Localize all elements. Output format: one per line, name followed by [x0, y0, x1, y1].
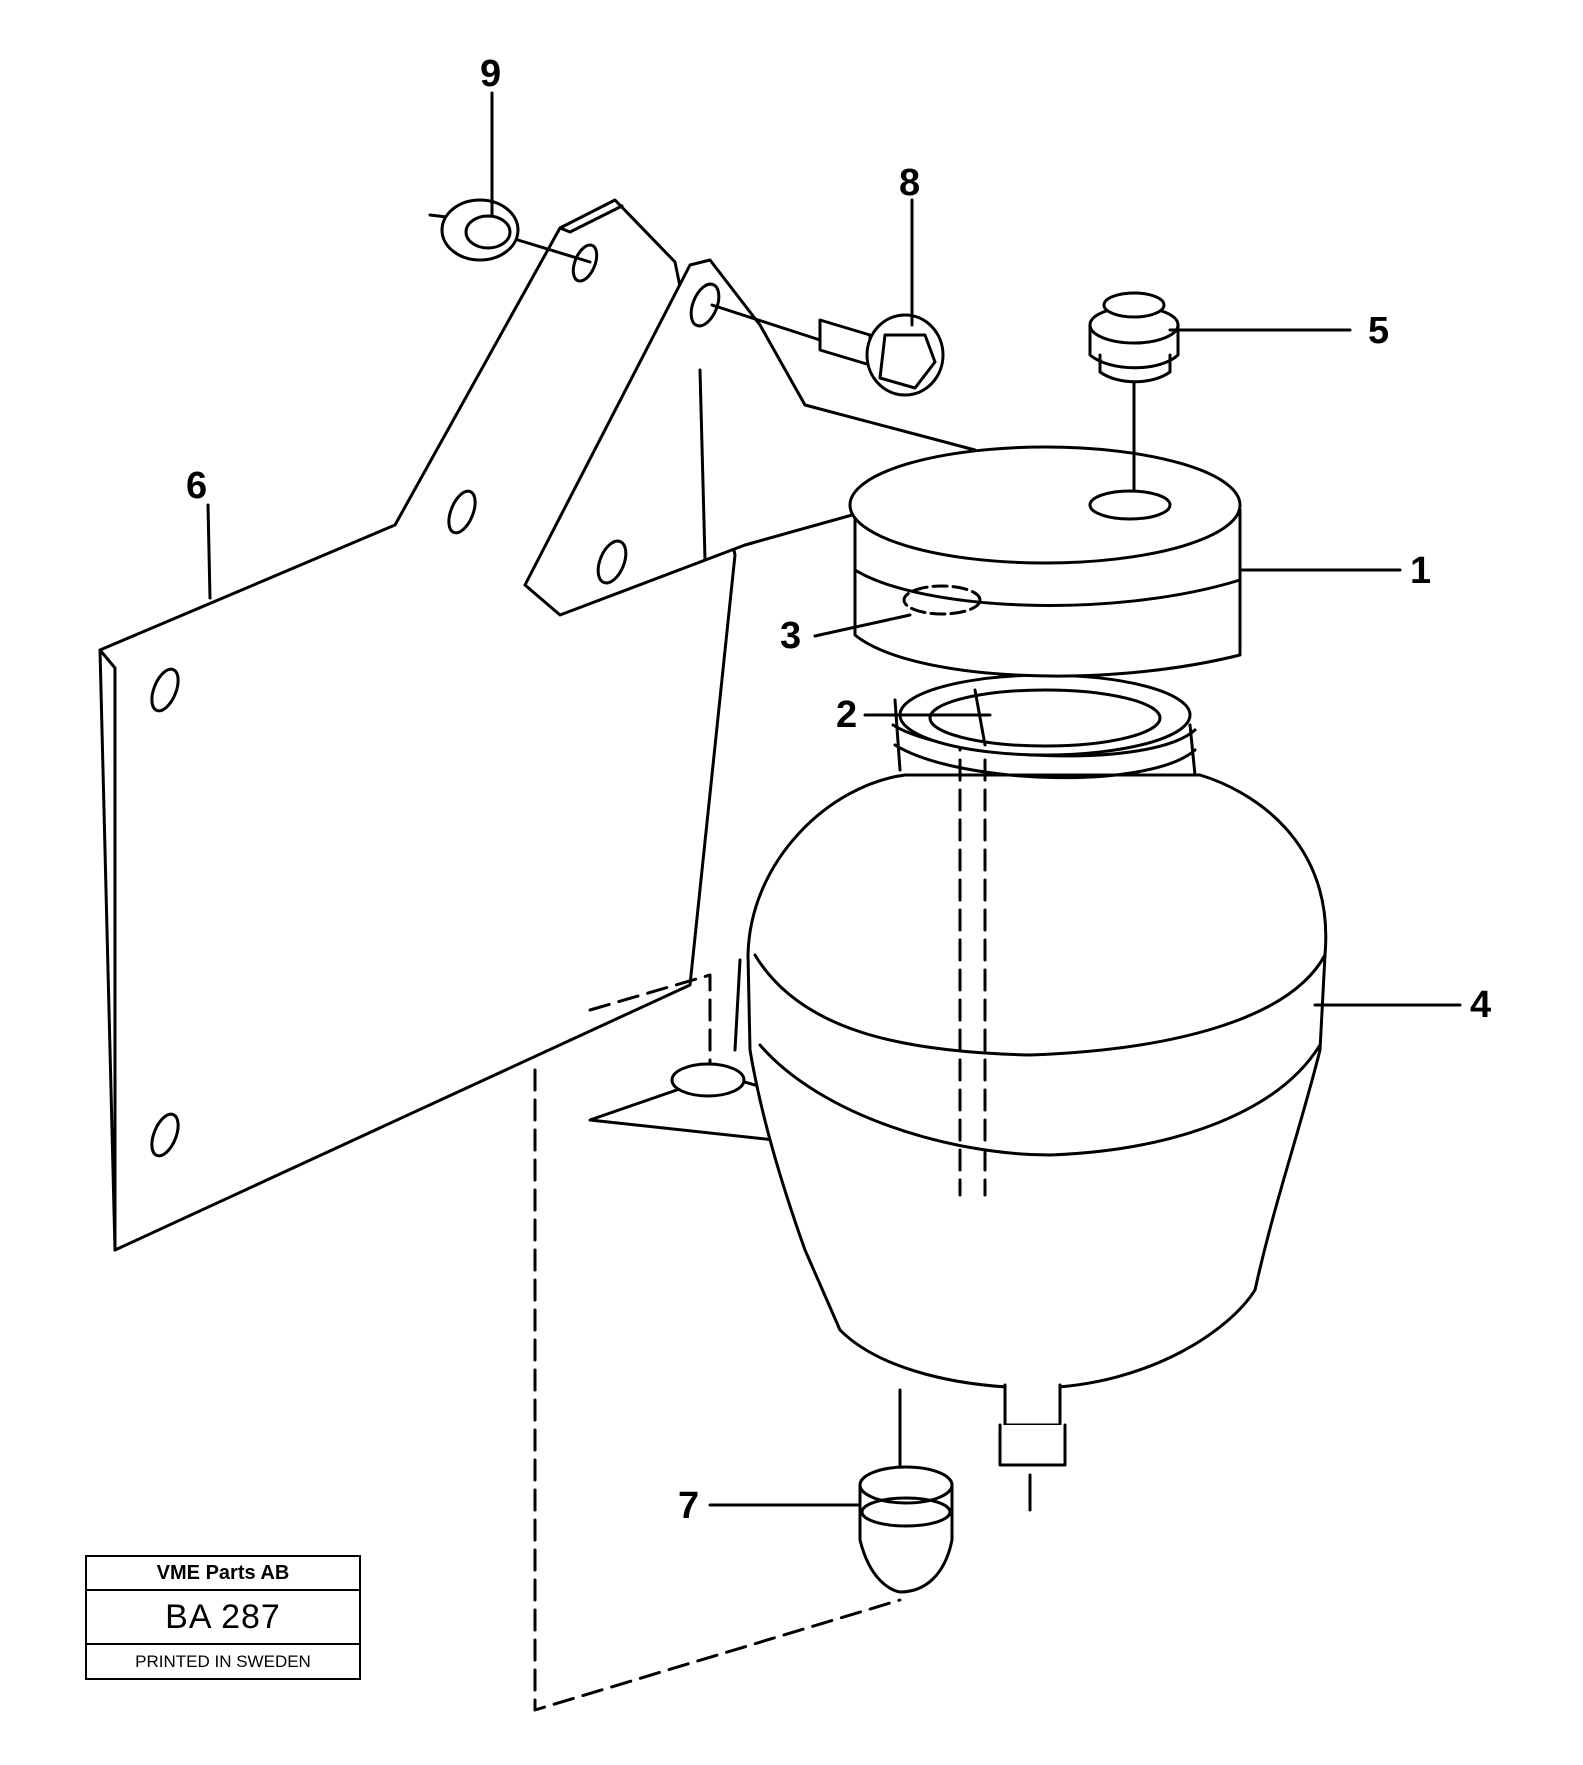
seal-washer-3 [902, 584, 982, 616]
plate-hole [150, 1112, 180, 1158]
stamp-company: VME Parts AB [87, 1557, 359, 1591]
callout-3: 3 [780, 615, 801, 657]
callout-9: 9 [480, 53, 501, 95]
callout-7: 7 [678, 1485, 699, 1527]
callout-5: 5 [1368, 310, 1389, 352]
stamp-printed-in: PRINTED IN SWEDEN [135, 1651, 311, 1671]
stamp-diagram-code: BA 287 [87, 1591, 359, 1645]
cap-housing [848, 445, 1242, 678]
callout-6: 6 [186, 465, 207, 507]
callouts: 1 2 3 4 5 6 7 8 9 [186, 53, 1491, 1527]
callout-2: 2 [836, 694, 857, 736]
bolt [710, 303, 945, 397]
publisher-stamp: VME Parts AB BA 287 PRINTED IN SWEDEN [85, 1555, 361, 1680]
plate-hole [571, 243, 599, 283]
callout-4: 4 [1470, 984, 1491, 1026]
leader-lines [206, 91, 1462, 1507]
callout-8: 8 [899, 162, 920, 204]
drain-plug-cap [858, 1388, 954, 1594]
filler-plug [1088, 291, 1180, 492]
plate-hole [150, 667, 180, 713]
plate-hole [447, 489, 477, 535]
callout-1: 1 [1410, 550, 1431, 592]
mounting-plate [98, 198, 737, 1252]
nut [428, 198, 592, 264]
reservoir-bottle [746, 698, 1328, 1512]
